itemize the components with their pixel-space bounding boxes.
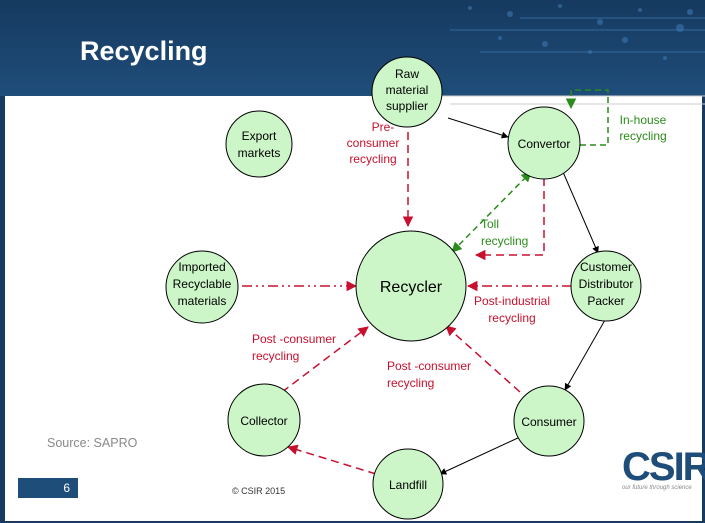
arrow-toll-recycling [451, 171, 532, 253]
node-label-line: Landfill [389, 478, 427, 492]
source-note: Source: SAPRO [47, 436, 138, 450]
right-border [702, 96, 705, 523]
node-consumer: Consumer [513, 385, 585, 457]
node-convertor: Convertor [507, 106, 581, 180]
node-label-line: material [386, 83, 429, 97]
node-landfill: Landfill [372, 448, 444, 520]
node-label-line: Consumer [521, 415, 576, 429]
node-label-line: Export [242, 129, 277, 143]
node-label-line: markets [238, 146, 281, 160]
arrow-consumer-to-landfill [439, 436, 521, 475]
header-rule-lines [430, 95, 705, 105]
node-export-markets: Export markets [225, 110, 293, 178]
csir-logo: CSIR our future through science [622, 445, 705, 501]
header-decoration [450, 4, 705, 60]
node-label-line: Collector [240, 414, 287, 428]
arrow-landfill-to-collector [286, 444, 377, 475]
left-border [0, 96, 5, 523]
node-label-line: materials [178, 294, 227, 308]
arrow-supplier-to-convertor [447, 117, 509, 139]
arrow-customer-to-consumer [564, 319, 606, 391]
node-collector: Collector [227, 383, 301, 457]
arrow-in-house-recycling [565, 89, 609, 146]
arrow-convertor-to-recycler [474, 178, 545, 261]
arrow-consumer-to-recycler [445, 325, 521, 393]
page-number: 6 [18, 478, 78, 498]
node-raw-material-supplier: Raw material supplier [371, 56, 443, 128]
node-label-line: Raw [395, 67, 419, 81]
bottom-border [0, 521, 705, 523]
logo-tagline: our future through science [622, 485, 692, 491]
node-label-line: supplier [386, 99, 428, 113]
node-label-line: Packer [587, 294, 624, 308]
arrow-collector-to-recycler [281, 326, 369, 393]
copyright-notice: © CSIR 2015 [232, 486, 286, 496]
node-label-line: Recyclable [173, 277, 232, 291]
slide-title: Recycling [80, 36, 208, 66]
node-label-line: Recycler [380, 279, 443, 296]
node-label-line: Imported [178, 260, 225, 274]
logo-wordmark: CSIR [622, 445, 705, 489]
node-label-line: Convertor [518, 137, 571, 151]
arrow-convertor-to-customer [562, 171, 599, 254]
node-recycler: Recycler [355, 230, 467, 342]
node-label-line: Distributor [579, 277, 634, 291]
node-label-line: Customer [580, 260, 632, 274]
header-banner: Recycling [0, 0, 705, 96]
